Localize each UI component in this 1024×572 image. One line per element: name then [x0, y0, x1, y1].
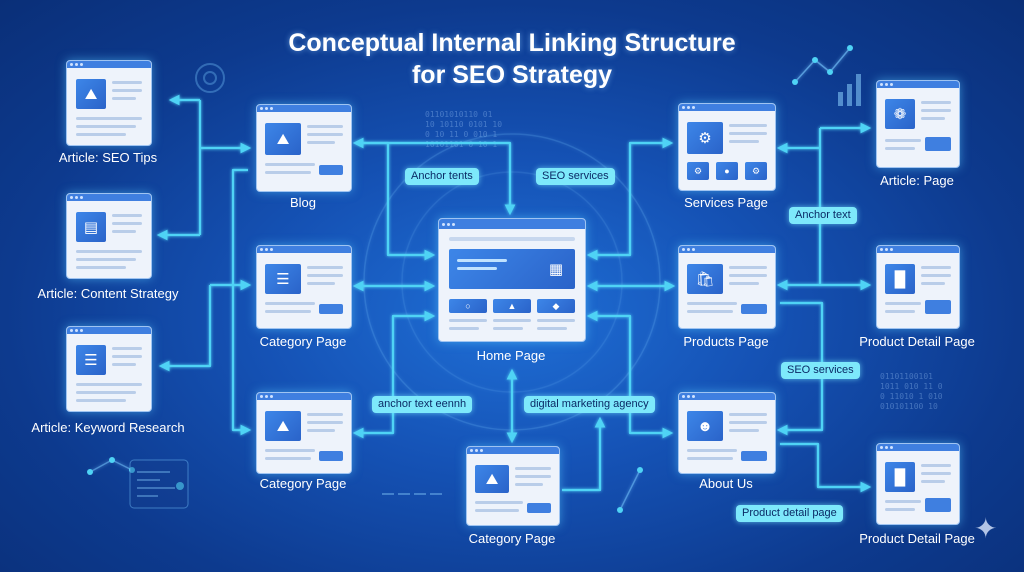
- article-keyword-research-card[interactable]: ☰: [66, 326, 152, 412]
- article-seo-tips-label: Article: SEO Tips: [58, 150, 158, 165]
- product-detail-page-2-card[interactable]: █: [876, 443, 960, 525]
- bag-icon: 🛍: [687, 264, 723, 294]
- tshirt-icon: █: [885, 462, 915, 492]
- category-page-bottom-left-card[interactable]: ⛰: [256, 392, 352, 474]
- anchor-chip-seo-services-right: SEO services: [781, 362, 860, 379]
- gear-icon: ⚙: [687, 122, 723, 154]
- list-icon: ☰: [76, 345, 106, 375]
- category-page-left-card[interactable]: ☰: [256, 245, 352, 329]
- tshirt-icon: █: [885, 264, 915, 294]
- image-icon: ⛰: [265, 411, 301, 441]
- article-seo-tips-card[interactable]: ⛰: [66, 60, 152, 146]
- image-icon: ⛰: [265, 123, 301, 155]
- home-page-label: Home Page: [476, 348, 546, 363]
- services-page-label: Services Page: [684, 195, 768, 210]
- image-icon: ⛰: [475, 465, 509, 493]
- anchor-chip-anchor-text: Anchor text: [789, 207, 857, 224]
- anchor-chip-anchor-tents: Anchor tents: [405, 168, 479, 185]
- article-content-strategy-card[interactable]: ▤: [66, 193, 152, 279]
- product-detail-page-2-label: Product Detail Page: [859, 531, 975, 546]
- lightbulb-icon: ❁: [885, 99, 915, 129]
- anchor-chip-seo-services-top: SEO services: [536, 168, 615, 185]
- binary-pattern-right: 01101100101 1011 010 11 0 0 11010 1 010 …: [880, 372, 943, 411]
- user-icon: ☻: [687, 411, 723, 441]
- page-title: Conceptual Internal Linking Structure: [288, 29, 736, 57]
- list-icon: ☰: [265, 264, 301, 294]
- article-keyword-research-label: Article: Keyword Research: [31, 420, 185, 435]
- document-icon: ▤: [76, 212, 106, 242]
- product-detail-page-1-label: Product Detail Page: [859, 334, 975, 349]
- category-page-bottom-label: Category Page: [468, 531, 556, 546]
- products-page-card[interactable]: 🛍: [678, 245, 776, 329]
- products-page-label: Products Page: [683, 334, 769, 349]
- sparkle-icon: ✦: [974, 513, 998, 544]
- product-detail-page-1-card[interactable]: █: [876, 245, 960, 329]
- services-page-card[interactable]: ⚙ ⚙ ● ⚙: [678, 103, 776, 191]
- category-page-bottom-left-label: Category Page: [259, 476, 347, 491]
- about-us-label: About Us: [699, 476, 753, 491]
- anchor-chip-digital-marketing-agency: digital marketing agency: [524, 396, 655, 413]
- article-page-card[interactable]: ❁: [876, 80, 960, 168]
- anchor-chip-anchor-text-eennh: anchor text eennh: [372, 396, 473, 413]
- blog-label: Blog: [289, 195, 317, 210]
- binary-pattern-top: 01101010110 01 10 10110 0101 10 0 10 11 …: [425, 110, 503, 149]
- page-subtitle: for SEO Strategy: [411, 61, 613, 89]
- home-page-card[interactable]: ▦ ○ ▲ ◆: [438, 218, 586, 342]
- article-page-label: Article: Page: [880, 173, 954, 188]
- category-page-bottom-card[interactable]: ⛰: [466, 446, 560, 526]
- image-icon: ⛰: [76, 79, 106, 109]
- category-page-left-label: Category Page: [259, 334, 347, 349]
- anchor-chip-product-detail-page: Product detail page: [736, 505, 843, 522]
- article-content-strategy-label: Article: Content Strategy: [37, 286, 179, 301]
- about-us-card[interactable]: ☻: [678, 392, 776, 474]
- blog-card[interactable]: ⛰: [256, 104, 352, 192]
